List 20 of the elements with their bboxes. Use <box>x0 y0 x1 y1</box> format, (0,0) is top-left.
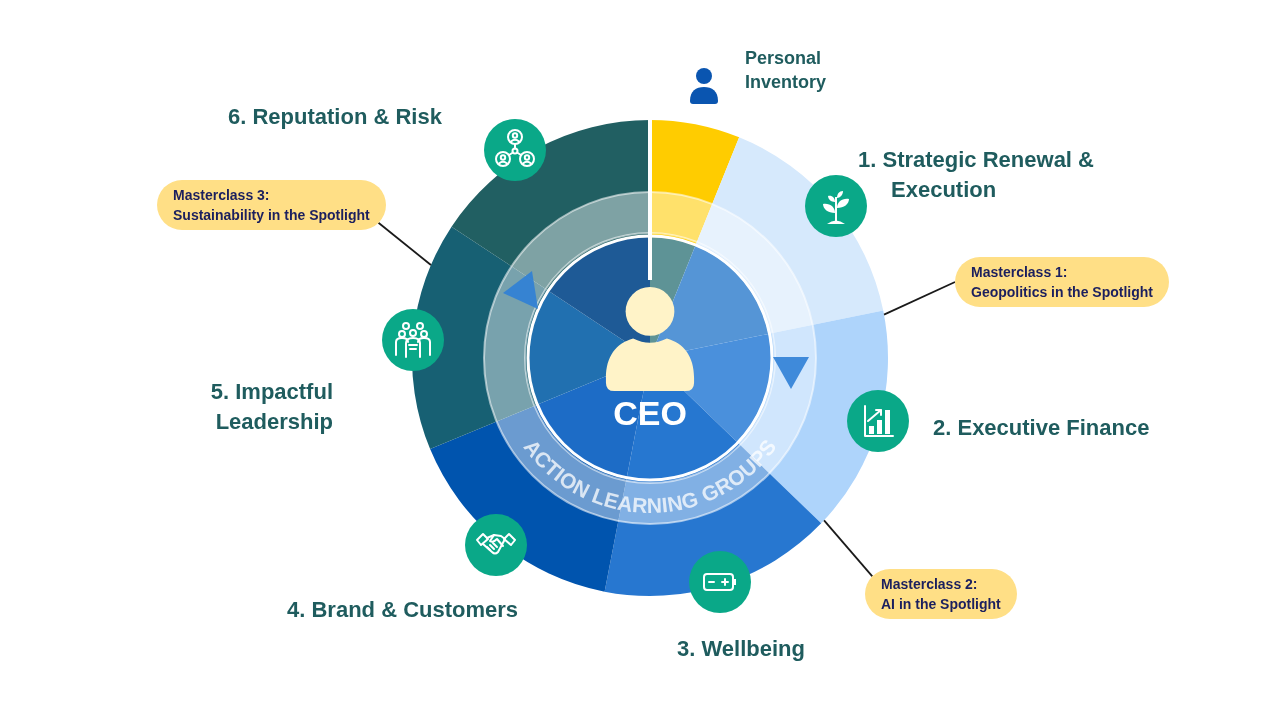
callout-text: AI in the Spotlight <box>881 595 1001 614</box>
segment-title: 4. Brand & Customers <box>287 596 519 624</box>
segment-title: 6. Reputation & Risk <box>228 103 442 131</box>
leader-line <box>883 281 956 316</box>
callout-title: Masterclass 3: <box>173 186 271 205</box>
segment-title: 5. Impactful Leadership <box>209 378 333 436</box>
segment-title: 1. Strategic Renewal & Execution <box>858 146 1095 204</box>
leader-line <box>377 221 432 266</box>
callout-title: Masterclass 1: <box>971 263 1069 282</box>
segment-title: 3. Wellbeing <box>677 635 805 663</box>
callout-bubble <box>865 569 1017 619</box>
callout-bubble <box>157 180 386 230</box>
leader-line <box>823 519 874 578</box>
callout-bubble <box>955 257 1169 307</box>
callout-title: Masterclass 2: <box>881 575 979 594</box>
callout-text: Geopolitics in the Spotlight <box>971 283 1153 302</box>
segment-title: 2. Executive Finance <box>933 414 1150 442</box>
segment-title: Personal Inventory <box>745 47 828 94</box>
callout-text: Sustainability in the Spotlight <box>173 206 370 225</box>
center-label: CEO <box>613 394 687 432</box>
